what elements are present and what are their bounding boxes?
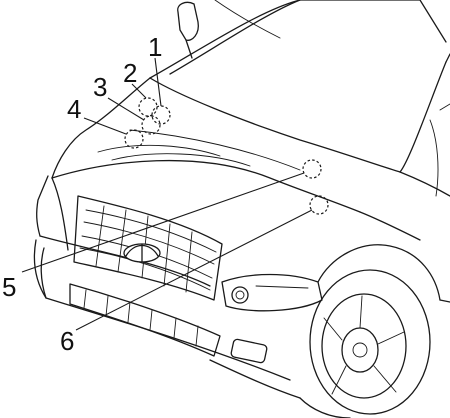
callout-circle-4 (124, 129, 144, 149)
leader-line-1 (154, 57, 162, 107)
callout-label-4: 4 (67, 94, 81, 124)
callout-markers (124, 97, 329, 215)
side-mirror (177, 1, 199, 59)
callout-label-5: 5 (2, 272, 16, 302)
leader-line-6 (75, 209, 313, 331)
leader-line-5 (21, 172, 305, 273)
front-grille (36, 175, 223, 301)
windshield (149, 0, 447, 79)
front-bumper (33, 239, 301, 399)
leader-line-3 (107, 97, 145, 121)
leader-line-4 (83, 117, 127, 135)
callout-label-6: 6 (60, 326, 74, 356)
callout-circle-3 (141, 115, 161, 135)
callout-circle-2 (138, 97, 158, 117)
leader-lines (21, 57, 313, 331)
leader-line-2 (131, 83, 147, 99)
callout-circle-6 (309, 195, 329, 215)
callout-label-1: 1 (148, 32, 162, 62)
front-wheel (299, 269, 431, 418)
callout-label-2: 2 (123, 58, 137, 88)
infiniti-logo-icon (123, 243, 161, 263)
hood (51, 53, 450, 213)
callout-label-3: 3 (93, 72, 107, 102)
fender (317, 103, 450, 303)
headlight (221, 273, 323, 312)
callout-circle-5 (302, 159, 322, 179)
callout-circle-1 (151, 105, 171, 125)
callout-labels: 1 2 3 4 5 6 (2, 32, 162, 356)
